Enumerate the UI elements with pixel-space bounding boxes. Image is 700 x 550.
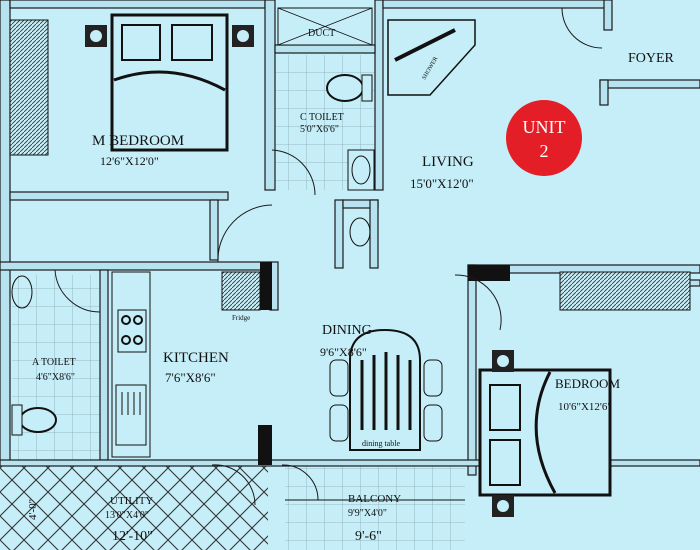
m-bedroom-size: 12'6"X12'0" [100,154,159,168]
kitchen-size: 7'6"X8'6" [165,370,216,385]
utility-width-dim: 12'-10" [112,529,153,544]
a-toilet-name: A TOILET [32,357,76,368]
unit-badge-circle [506,100,582,176]
a-toilet-size: 4'6"X8'6" [36,372,75,383]
utility-size: 13'0"X4'0" [105,510,149,521]
master-bed [85,13,254,152]
fridge [221,271,261,311]
balcony-name: BALCONY [348,493,401,505]
walls [0,0,700,476]
utility-depth-dim: 4'-0" [27,499,39,520]
bedroom-name: BEDROOM [555,376,620,391]
foyer-label: FOYER [628,51,675,66]
bedroom-wardrobe [559,271,691,311]
utility-name: UTILITY [110,495,153,507]
fridge-label: Fridge [232,314,250,322]
bedroom-bed [478,350,612,517]
living-name: LIVING [422,154,474,170]
dining-table-label: dining table [362,439,400,448]
utility-floor [0,465,268,550]
unit-badge-line2: 2 [540,141,549,161]
balcony-width-dim: 9'-6" [355,529,382,544]
toilet-fixtures [11,74,375,436]
balcony-size: 9'9"X4'0" [348,508,387,519]
dining-table [329,328,443,451]
c-toilet-size: 5'0"X6'6" [300,124,339,135]
unit-badge-line1: UNIT [523,117,566,137]
balcony-floor [285,465,465,550]
duct-cross [277,7,373,46]
m-bedroom-name: M BEDROOM [92,133,184,149]
duct-label: DUCT [308,28,335,39]
living-size: 15'0"X12'0" [410,176,474,191]
dining-name: DINING [322,323,372,338]
unit-badge: UNIT 2 [506,100,582,176]
dining-size: 9'6"X8'6" [320,345,367,359]
bedroom-size: 10'6"X12'6" [558,401,612,413]
kitchen-name: KITCHEN [163,350,229,366]
door-swings [54,7,603,506]
wardrobe [9,19,49,156]
kitchen-counter [111,271,151,458]
shower [387,19,476,96]
c-toilet-name: C TOILET [300,112,344,123]
